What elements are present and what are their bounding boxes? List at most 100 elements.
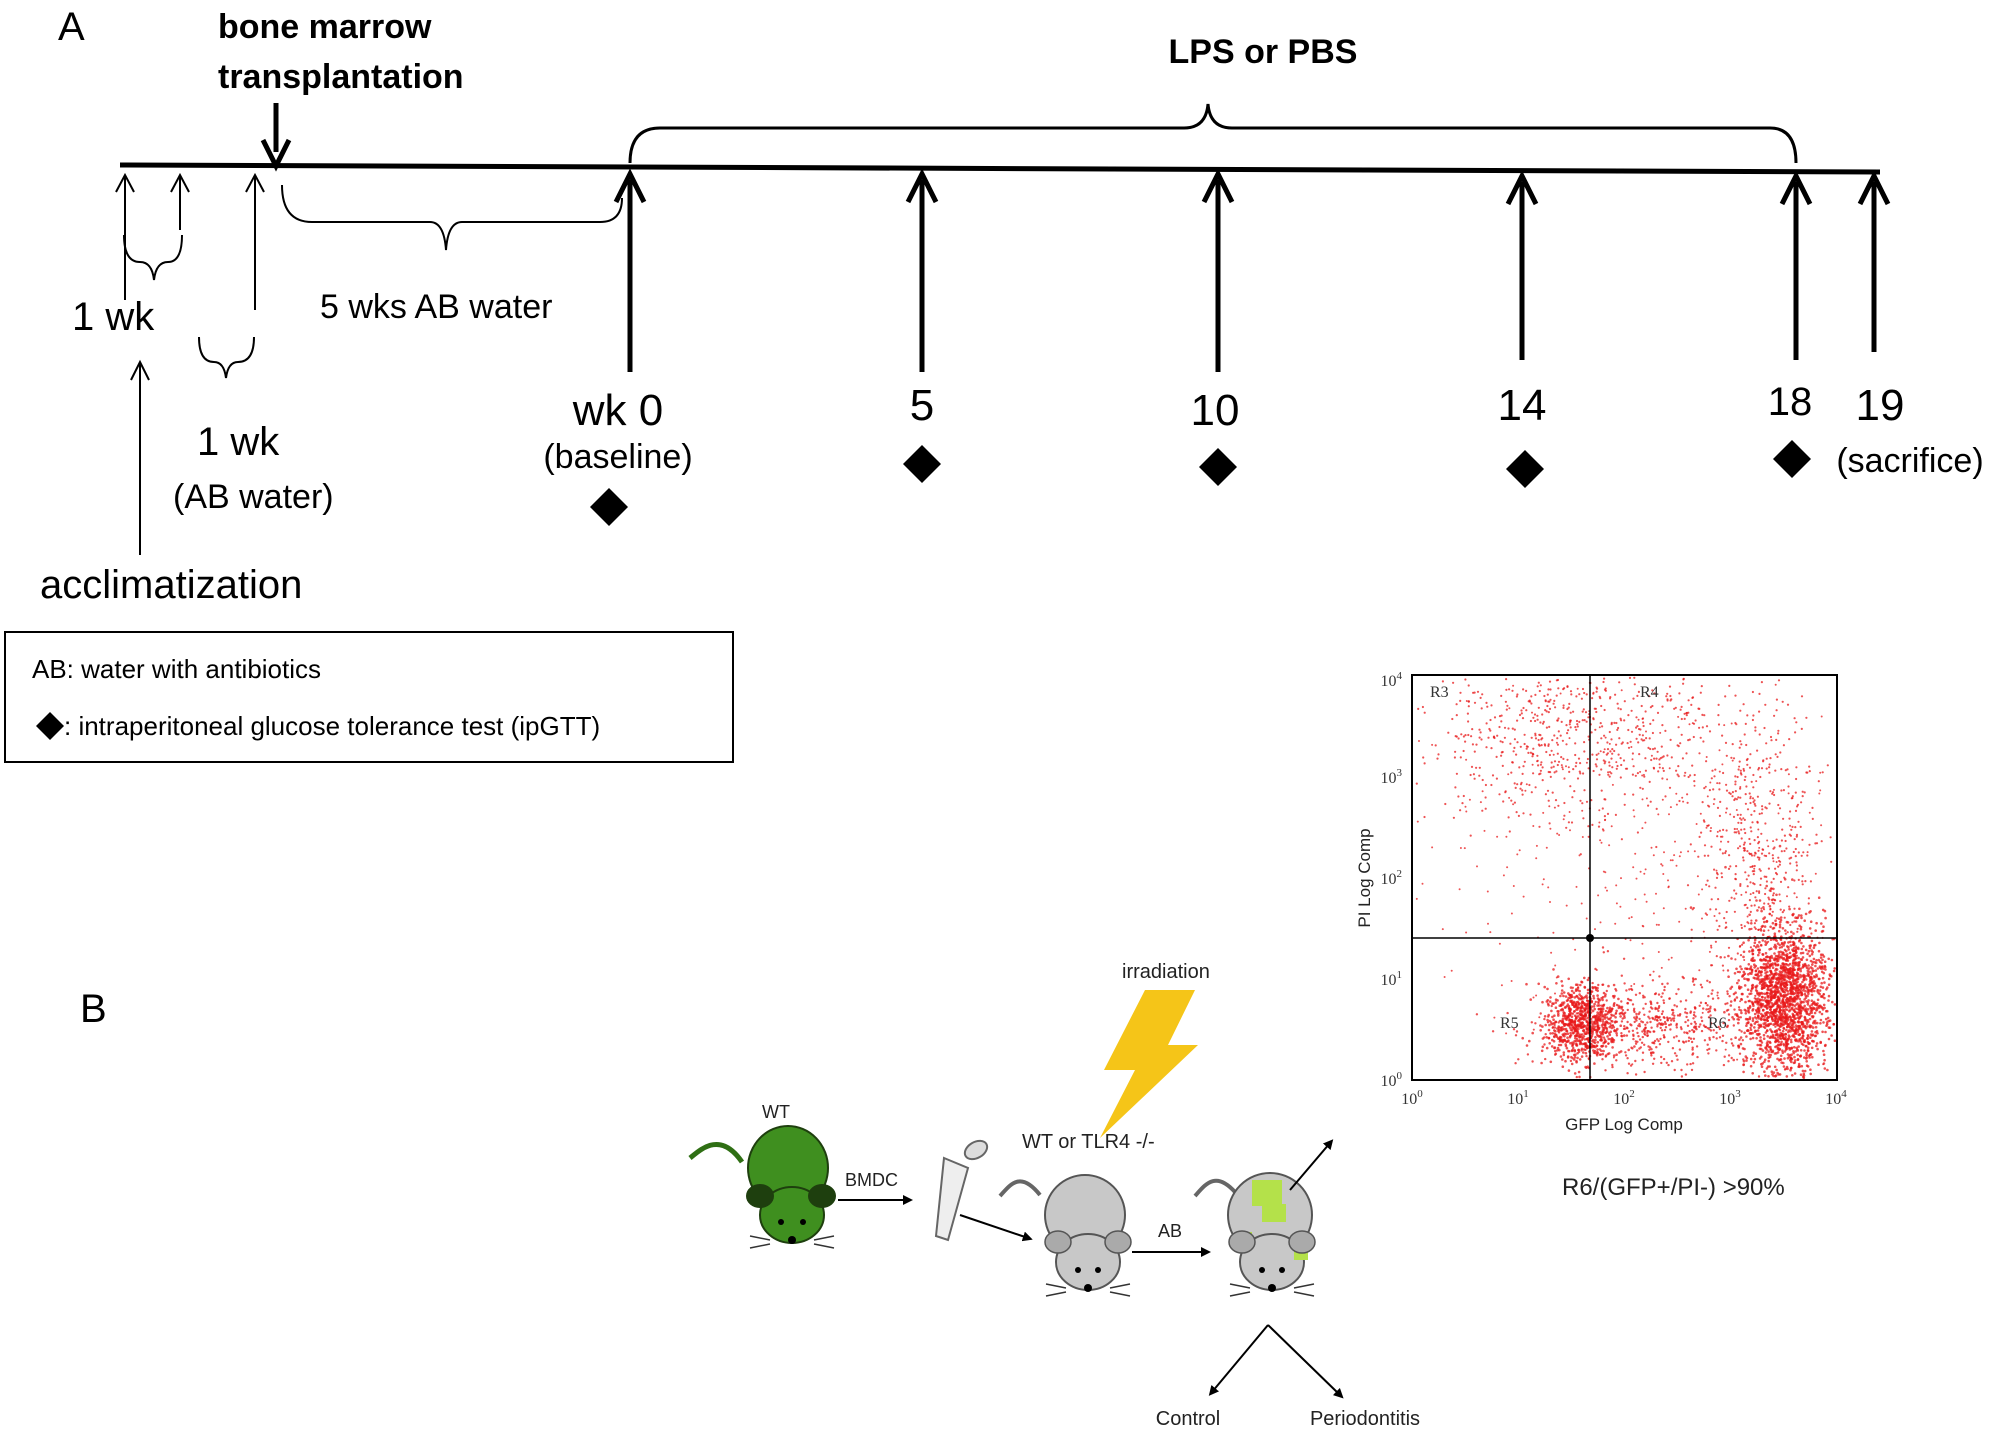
flow-event-dot: [1606, 1006, 1609, 1010]
flow-event-dot: [1716, 991, 1719, 994]
y-tick-4: 104: [1381, 670, 1403, 690]
flow-event-dot: [1803, 1069, 1807, 1073]
flow-event-dot: [1571, 796, 1574, 799]
flow-event-dot: [1596, 1040, 1600, 1044]
flow-event-dot: [1576, 1015, 1580, 1018]
flow-event-dot: [1747, 978, 1750, 982]
flow-event-dot: [1798, 939, 1801, 943]
flow-event-dot: [1764, 971, 1767, 975]
flow-event-dot: [1767, 1050, 1770, 1053]
flow-event-dot: [1761, 1049, 1765, 1052]
flow-event-dot: [1718, 1027, 1722, 1031]
flow-event-dot: [1785, 1005, 1788, 1008]
flow-event-dot: [1781, 1036, 1785, 1039]
flow-event-dot: [1549, 996, 1552, 999]
flow-event-dot: [1799, 991, 1802, 994]
flow-event-dot: [1783, 948, 1787, 952]
flow-event-dot: [1732, 1058, 1735, 1062]
bmt-label-line2: transplantation: [218, 58, 464, 96]
flow-event-dot: [1791, 961, 1795, 965]
flow-cytometry-plot: R3 R4 R5 R6 100 101 102 103 104 100 101 …: [1355, 670, 1847, 1134]
flow-event-dot: [1781, 1049, 1784, 1052]
flow-event-dot: [1690, 1022, 1693, 1025]
flow-event-dot: [1810, 999, 1814, 1002]
flow-event-dot: [1767, 986, 1770, 990]
flow-event-dot: [1790, 989, 1793, 993]
flow-event-dot: [1572, 938, 1575, 941]
flow-event-dot: [1473, 701, 1477, 704]
flow-event-dot: [1822, 1053, 1826, 1056]
flow-event-dot: [1742, 950, 1746, 954]
flow-event-dot: [1509, 742, 1512, 745]
flow-event-dot: [1766, 962, 1770, 965]
flow-event-dot: [1734, 783, 1737, 786]
flow-event-dot: [1488, 727, 1491, 731]
week-0-label: wk 0: [572, 386, 663, 435]
flow-event-dot: [1796, 1053, 1799, 1057]
flow-event-dot: [1630, 746, 1633, 748]
flow-event-dot: [1516, 693, 1519, 696]
flow-event-dot: [1740, 967, 1743, 971]
flow-event-dot: [1806, 1046, 1810, 1050]
flow-event-dot: [1592, 997, 1596, 1000]
flow-event-dot: [1617, 726, 1620, 730]
flow-event-dot: [1761, 979, 1764, 982]
flow-event-dot: [1623, 700, 1626, 703]
flow-event-dot: [1810, 988, 1813, 991]
flow-event-dot: [1743, 849, 1746, 852]
flow-event-dot: [1773, 972, 1777, 976]
flow-event-dot: [1599, 921, 1602, 924]
flow-event-dot: [1677, 775, 1680, 778]
flow-event-dot: [1753, 810, 1756, 813]
flow-event-dot: [1579, 1010, 1582, 1013]
flow-event-dot: [1761, 808, 1764, 811]
flow-event-dot: [1694, 719, 1697, 722]
flow-event-dot: [1636, 1040, 1639, 1044]
flow-event-dot: [1748, 1004, 1752, 1008]
flow-event-dot: [1805, 1060, 1808, 1063]
flow-event-dot: [1777, 998, 1780, 1001]
flow-event-dot: [1475, 1013, 1479, 1016]
flow-event-dot: [1658, 766, 1661, 769]
flow-event-dot: [1564, 1059, 1567, 1063]
flow-event-dot: [1793, 1004, 1797, 1008]
flow-event-dot: [1639, 728, 1642, 731]
flow-event-dot: [1491, 774, 1495, 777]
flow-event-dot: [1634, 774, 1637, 777]
flow-event-dot: [1603, 748, 1606, 751]
flow-event-dot: [1531, 752, 1534, 755]
flow-event-dot: [1603, 677, 1606, 680]
flow-event-dot: [1622, 1027, 1626, 1031]
flow-event-dot: [1629, 939, 1632, 942]
flow-event-dot: [1541, 883, 1544, 886]
flow-event-dot: [1732, 1024, 1736, 1027]
flow-event-dot: [1585, 693, 1588, 696]
flow-event-dot: [1663, 1036, 1666, 1039]
flow-event-dot: [1572, 1000, 1576, 1004]
flow-event-dot: [1710, 827, 1712, 829]
flow-event-dot: [1569, 711, 1572, 714]
flow-event-dot: [1585, 800, 1589, 803]
flow-event-dot: [1820, 715, 1823, 718]
flow-event-dot: [1817, 1006, 1821, 1010]
flow-event-dot: [1631, 752, 1634, 755]
flow-event-dot: [1776, 1043, 1780, 1047]
flow-event-dot: [1553, 1046, 1557, 1049]
flow-event-dot: [1781, 970, 1784, 973]
flow-event-dot: [1708, 885, 1711, 888]
flow-event-dot: [1715, 1037, 1718, 1040]
flow-event-dot: [1684, 999, 1688, 1002]
flow-event-dot: [1557, 1026, 1561, 1029]
flow-event-dot: [1645, 797, 1648, 800]
flow-event-dot: [1749, 1037, 1752, 1041]
flow-event-dot: [1811, 1055, 1814, 1059]
flow-event-dot: [1571, 1012, 1575, 1015]
flow-event-dot: [1669, 694, 1672, 698]
flow-event-dot: [1781, 1017, 1785, 1021]
flow-event-dot: [1590, 1000, 1594, 1003]
flow-event-dot: [1768, 852, 1771, 855]
flow-event-dot: [1764, 982, 1767, 985]
flow-event-dot: [1795, 1026, 1798, 1029]
flow-event-dot: [1578, 720, 1581, 724]
flow-event-dot: [1495, 777, 1498, 780]
